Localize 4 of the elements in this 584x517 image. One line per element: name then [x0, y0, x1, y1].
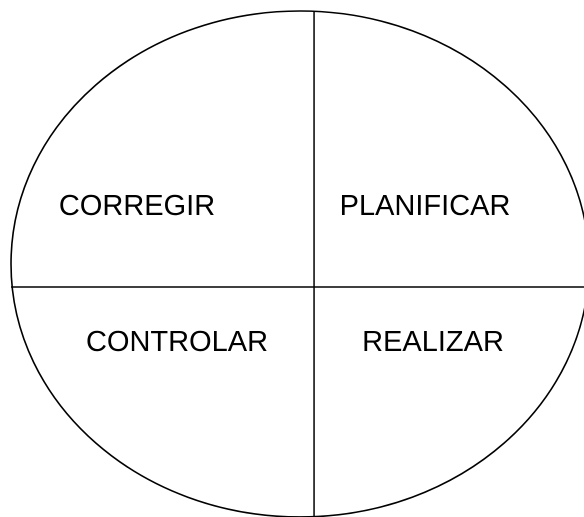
- quadrant-label: CONTROLAR: [87, 330, 267, 352]
- quadrant-label: REALIZAR: [364, 331, 503, 351]
- quadrant-label: PLANIFICAR: [342, 194, 510, 216]
- quadrant-label: CORREGIR: [60, 194, 214, 216]
